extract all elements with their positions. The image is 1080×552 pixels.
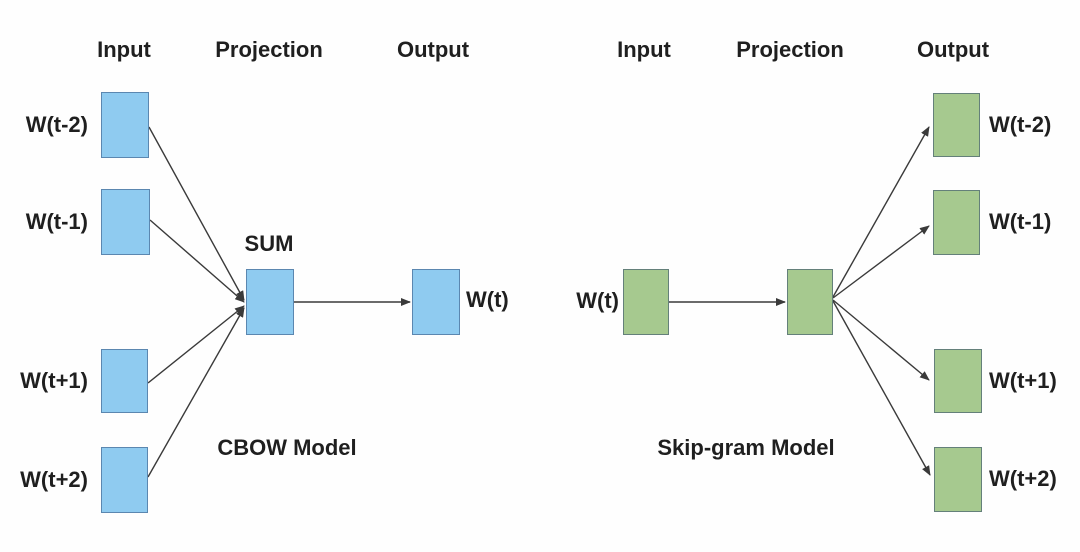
cbow-input-box-wt+1 xyxy=(101,349,148,413)
skipgram-header-projection: Projection xyxy=(736,37,844,62)
cbow-line-wt+1-to-sum xyxy=(147,305,245,384)
cbow-input-label-wt-2: W(t-2) xyxy=(25,112,88,137)
skipgram-output-label-wt-2: W(t-2) xyxy=(989,112,1052,137)
cbow-connectors xyxy=(147,126,411,478)
skipgram-output-label-wt+2: W(t+2) xyxy=(989,466,1057,491)
cbow-input-box-wt-2 xyxy=(101,92,149,158)
skipgram-line-projection-to-wt-2 xyxy=(832,126,930,298)
skipgram-output-label-wt+1: W(t+1) xyxy=(989,368,1057,393)
cbow-projection-box xyxy=(246,269,294,335)
cbow-line-wt-2-to-sum xyxy=(148,126,245,301)
cbow-sum-label: SUM xyxy=(244,231,294,256)
cbow-title: CBOW Model xyxy=(217,435,357,460)
skipgram-line-projection-to-wt+1 xyxy=(832,299,930,381)
skipgram-header-input: Input xyxy=(617,37,671,62)
cbow-output-box xyxy=(412,269,460,335)
cbow-header-projection: Projection xyxy=(215,37,323,62)
skipgram-connectors xyxy=(669,126,931,476)
skipgram-title: Skip-gram Model xyxy=(657,435,835,460)
skipgram-line-projection-to-wt+2 xyxy=(832,300,931,476)
skipgram-output-label-wt-1: W(t-1) xyxy=(989,209,1052,234)
skipgram-input-label-wt: W(t) xyxy=(576,288,619,313)
cbow-input-label-wt+2: W(t+2) xyxy=(20,467,88,492)
cbow-output-label-wt: W(t) xyxy=(466,287,509,312)
cbow-header-output: Output xyxy=(396,37,470,62)
cbow-input-label-wt+1: W(t+1) xyxy=(20,368,88,393)
cbow-input-box-wt-1 xyxy=(101,189,150,255)
skipgram-header-output: Output xyxy=(916,37,990,62)
skipgram-line-projection-to-wt-1 xyxy=(832,225,930,299)
skipgram-output-box-wt-1 xyxy=(933,190,980,255)
cbow-input-label-wt-1: W(t-1) xyxy=(25,209,88,234)
cbow-line-wt+2-to-sum xyxy=(147,307,245,478)
skipgram-input-box xyxy=(623,269,669,335)
cbow-header-input: Input xyxy=(97,37,151,62)
cbow-input-box-wt+2 xyxy=(101,447,148,513)
skipgram-output-box-wt+2 xyxy=(934,447,982,512)
cbow-line-wt-1-to-sum xyxy=(149,219,245,303)
skipgram-projection-box xyxy=(787,269,833,335)
skipgram-output-box-wt-2 xyxy=(933,93,980,157)
skipgram-output-box-wt+1 xyxy=(934,349,982,413)
